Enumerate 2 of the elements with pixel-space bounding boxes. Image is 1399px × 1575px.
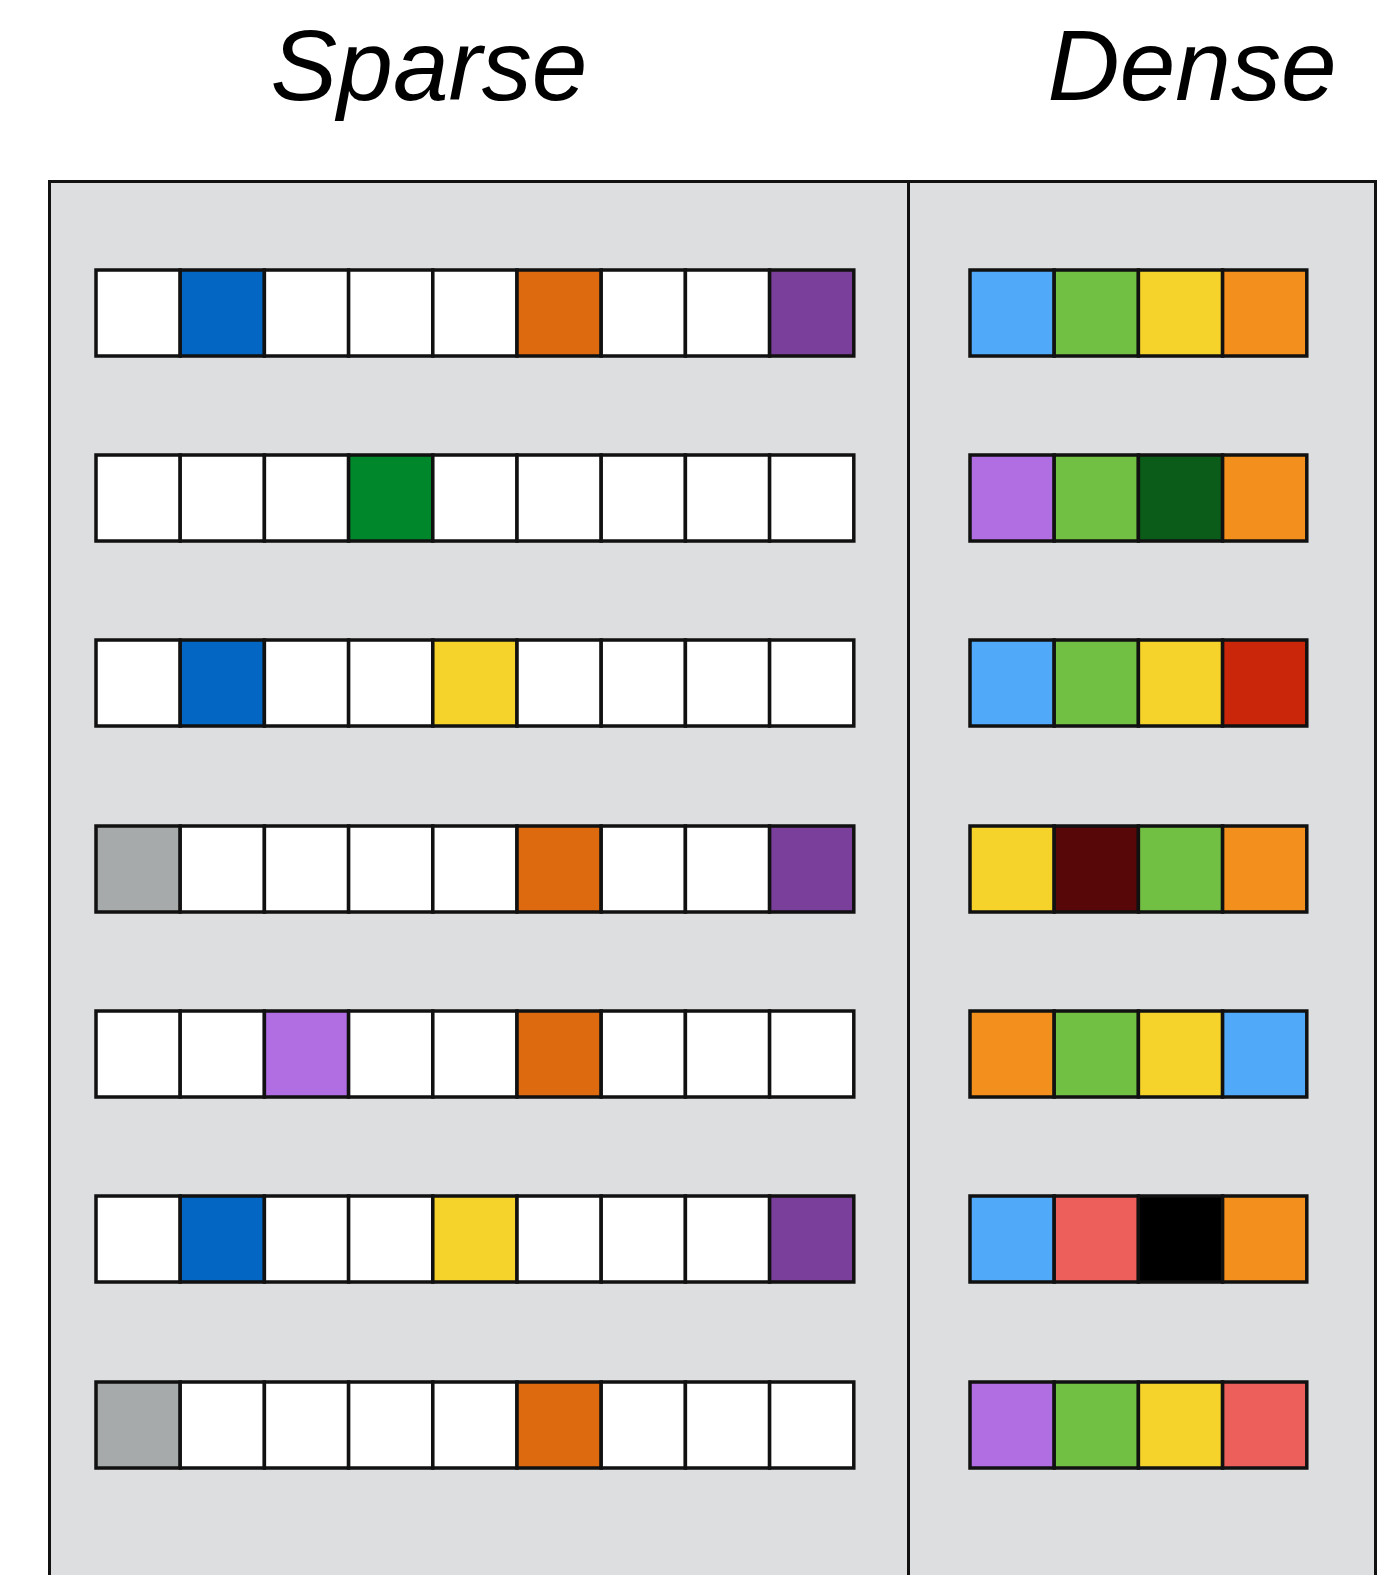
panel-heading: Dense <box>1046 8 1338 123</box>
panel-heading: Sparse <box>269 8 589 123</box>
